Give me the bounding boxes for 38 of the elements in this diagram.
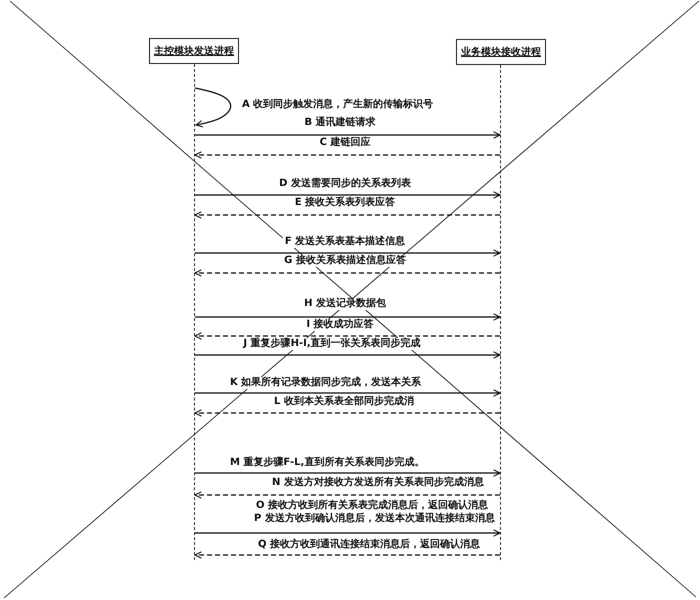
return-message-arrow bbox=[194, 151, 500, 159]
message-arrow bbox=[195, 313, 501, 321]
message-arrow bbox=[195, 469, 501, 477]
message-label: P 发送方收到确认消息后，发送本次通讯连接结束消息 bbox=[252, 513, 497, 525]
message-arrow bbox=[195, 351, 501, 359]
message-arrow bbox=[195, 131, 501, 139]
message-label: B 通讯建链请求 bbox=[302, 117, 378, 129]
process-box bbox=[149, 38, 239, 64]
message-arrow bbox=[195, 249, 501, 257]
self-message-arrow bbox=[194, 87, 232, 128]
process-title: 主控模块发送进程 bbox=[154, 44, 234, 58]
return-message-arrow bbox=[194, 269, 500, 277]
message-arrow bbox=[195, 529, 501, 537]
message-label: D 发送需要同步的关系表列表 bbox=[277, 178, 413, 190]
process-title: 业务模块接收进程 bbox=[461, 46, 541, 59]
return-message-arrow bbox=[194, 332, 500, 340]
return-message-arrow bbox=[194, 551, 500, 559]
message-label: G 接收关系表描述信息应答 bbox=[282, 255, 408, 267]
message-label: F 发送关系表基本描述信息 bbox=[282, 236, 408, 248]
message-label: A 收到同步触发消息，产生新的传输标识号 bbox=[240, 99, 436, 111]
message-label: C 建链回应 bbox=[318, 137, 372, 149]
process-box bbox=[456, 39, 546, 65]
message-label: Q 接收方收到通讯连接结束消息后，返回确认消息 bbox=[256, 539, 482, 551]
message-label: H 发送记录数据包 bbox=[302, 298, 388, 310]
message-label: O 接收方收到所有关系表完成消息后，返回确认消息 bbox=[254, 500, 490, 512]
return-message-arrow bbox=[194, 409, 500, 417]
message-arrow bbox=[195, 389, 501, 397]
lifeline bbox=[500, 65, 501, 560]
note-text: N 发送方对接收方发送所有关系表同步完成消息 bbox=[270, 477, 486, 489]
message-label: J 重复步骤H-I,直到一张关系表同步完成 bbox=[241, 338, 423, 350]
message-label: I 接收成功应答 bbox=[304, 319, 376, 331]
lifeline bbox=[194, 64, 195, 560]
message-label: L 收到本关系表全部同步完成消 bbox=[272, 396, 416, 408]
message-label: E 接收关系表列表应答 bbox=[292, 197, 398, 209]
message-arrow bbox=[195, 191, 501, 199]
return-message-arrow bbox=[194, 211, 500, 219]
return-message-arrow bbox=[194, 491, 500, 499]
message-label: K 如果所有记录数据同步完成，发送本关系 bbox=[228, 377, 424, 389]
